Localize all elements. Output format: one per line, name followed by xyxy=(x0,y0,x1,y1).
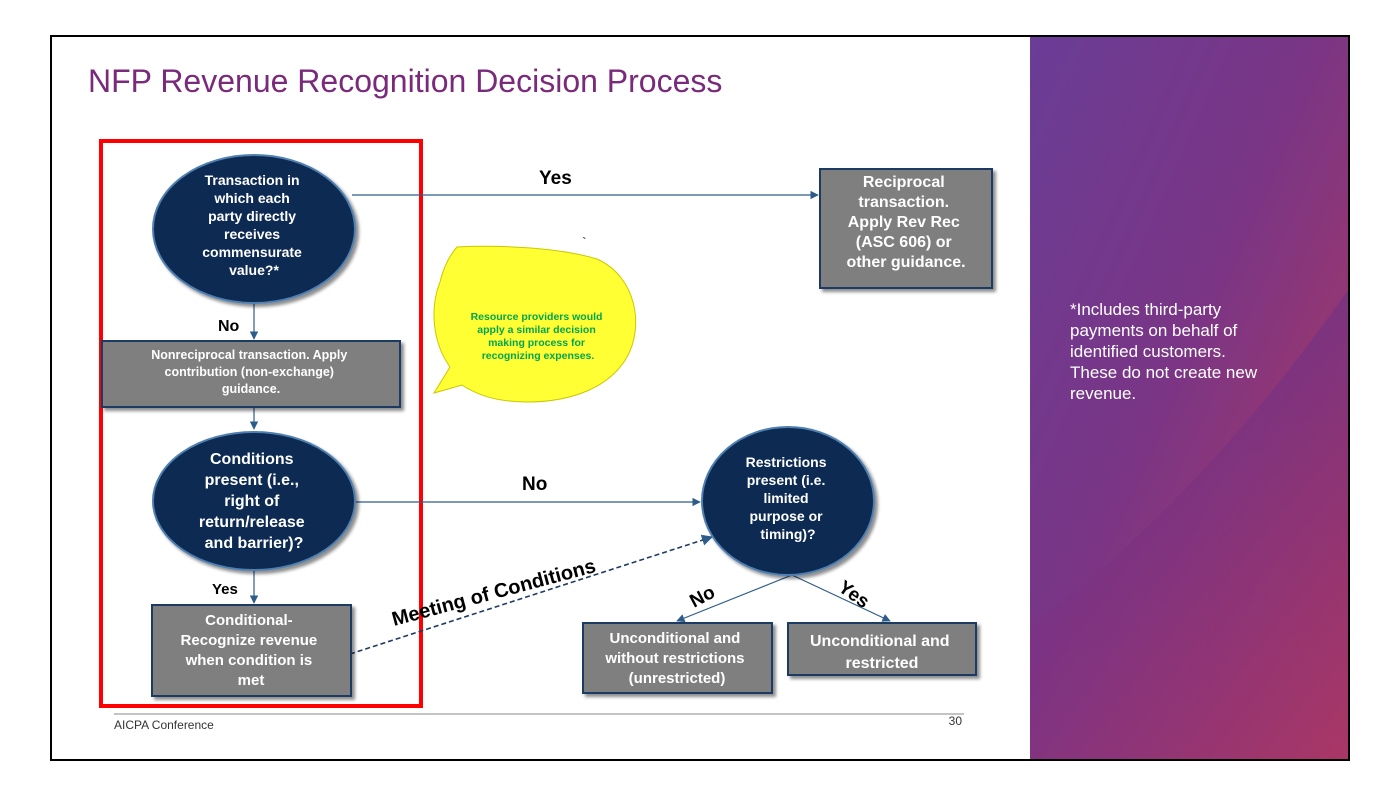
svg-text:Unconditional and withou: Unconditional and without restrictions (… xyxy=(604,630,748,687)
label-yes-left: Yes xyxy=(212,581,238,598)
restricted-box xyxy=(787,622,977,676)
q-transaction-line: party directly xyxy=(208,208,296,224)
conditional-line: met xyxy=(238,672,265,689)
q-transaction-line: commensurate xyxy=(202,244,302,260)
q-restrictions-line: present (i.e. xyxy=(747,472,826,488)
side-note-line: revenue. xyxy=(1070,384,1137,403)
q-transaction-line: receives xyxy=(224,226,280,242)
svg-text:Reciprocal transaction.: Reciprocal transaction. Apply Rev Rec (A… xyxy=(846,174,965,271)
svg-text:Resource providers would: Resource providers would apply a similar… xyxy=(471,311,606,362)
q-restrictions-line: Restrictions xyxy=(746,454,827,470)
footer-left: AICPA Conference xyxy=(114,718,214,732)
restricted-line: restricted xyxy=(846,655,919,672)
svg-text:Restrictions present (i.: Restrictions present (i.e. limited purpo… xyxy=(746,454,831,542)
q-restrictions-line: limited xyxy=(763,490,808,506)
nonreciprocal-line: Nonreciprocal transaction. Apply xyxy=(151,348,347,362)
highlight-box xyxy=(99,139,423,708)
nonreciprocal-box xyxy=(101,340,401,408)
q-conditions-line: and barrier)? xyxy=(205,535,304,552)
callout-line: making process for xyxy=(488,337,585,349)
callout-line: apply a similar decision xyxy=(477,324,595,336)
conditional-line: Recognize revenue xyxy=(181,632,318,649)
unrestricted-line: (unrestricted) xyxy=(629,670,726,687)
svg-text:Conditions present (i.e.: Conditions present (i.e., right of retur… xyxy=(199,451,309,552)
q-conditions-line: present (i.e., xyxy=(205,472,299,489)
q-transaction-line: Transaction in xyxy=(205,172,300,188)
callout-bubble xyxy=(432,245,637,403)
question-restrictions-node xyxy=(701,426,875,576)
connector-yes-branch xyxy=(791,574,891,622)
page-number: 30 xyxy=(949,714,963,728)
callout-line: recognizing expenses. xyxy=(482,350,595,362)
q-restrictions-line: timing)? xyxy=(760,526,815,542)
label-yes-top: Yes xyxy=(539,168,572,189)
nonreciprocal-line: guidance. xyxy=(222,382,280,396)
reciprocal-line: Apply Rev Rec xyxy=(848,214,960,231)
q-conditions-line: return/release xyxy=(199,514,305,531)
q-conditions-line: Conditions xyxy=(210,451,294,468)
label-no-branch: No xyxy=(686,582,718,612)
reciprocal-line: (ASC 606) or xyxy=(856,234,952,251)
conditional-line: when condition is xyxy=(185,652,313,669)
svg-text:Conditional- Recognize r: Conditional- Recognize revenue when cond… xyxy=(181,612,322,689)
side-note-line: identified customers. xyxy=(1070,342,1226,361)
side-note-line: These do not create new xyxy=(1070,363,1258,382)
conditional-line: Conditional- xyxy=(205,612,292,629)
slide-title: NFP Revenue Recognition Decision Process xyxy=(88,63,722,99)
nonreciprocal-line: contribution (non-exchange) xyxy=(165,365,334,379)
callout-line: Resource providers would xyxy=(471,311,603,323)
q-conditions-line: right of xyxy=(224,493,280,510)
q-transaction-line: value?* xyxy=(229,262,279,278)
unrestricted-line: Unconditional and xyxy=(610,630,741,647)
reciprocal-line: Reciprocal xyxy=(863,174,945,191)
svg-text:Nonreciprocal transaction. App: Nonreciprocal transaction. Apply contrib… xyxy=(151,348,351,396)
svg-text:Unconditional and restr: Unconditional and restricted xyxy=(810,633,954,672)
connector-no-branch xyxy=(676,574,793,623)
label-no-left: No xyxy=(218,318,240,335)
reciprocal-line: transaction. xyxy=(858,194,949,211)
stray-mark: ` xyxy=(582,234,587,250)
label-no-mid: No xyxy=(522,474,547,495)
question-conditions-node xyxy=(152,431,356,571)
conditional-box xyxy=(151,604,352,697)
unrestricted-box xyxy=(582,622,773,694)
svg-text:Transaction in which eac: Transaction in which each party directly… xyxy=(202,172,305,278)
decision-diagram: NFP Revenue Recognition Decision Process… xyxy=(88,63,993,732)
unrestricted-line: without restrictions xyxy=(604,650,744,667)
q-transaction-line: which each xyxy=(213,190,289,206)
label-yes-branch: Yes xyxy=(834,577,873,613)
reciprocal-line: other guidance. xyxy=(846,254,965,271)
restricted-line: Unconditional and xyxy=(810,633,950,650)
side-note-line: payments on behalf of xyxy=(1070,321,1238,340)
side-panel xyxy=(1030,37,1348,759)
side-note: *Includes third-party payments on behalf… xyxy=(1070,299,1320,404)
slide: *Includes third-party payments on behalf… xyxy=(50,35,1350,761)
q-restrictions-line: purpose or xyxy=(749,508,823,524)
question-transaction-node xyxy=(152,154,356,304)
reciprocal-box xyxy=(819,168,993,289)
side-note-line: *Includes third-party xyxy=(1070,300,1222,319)
